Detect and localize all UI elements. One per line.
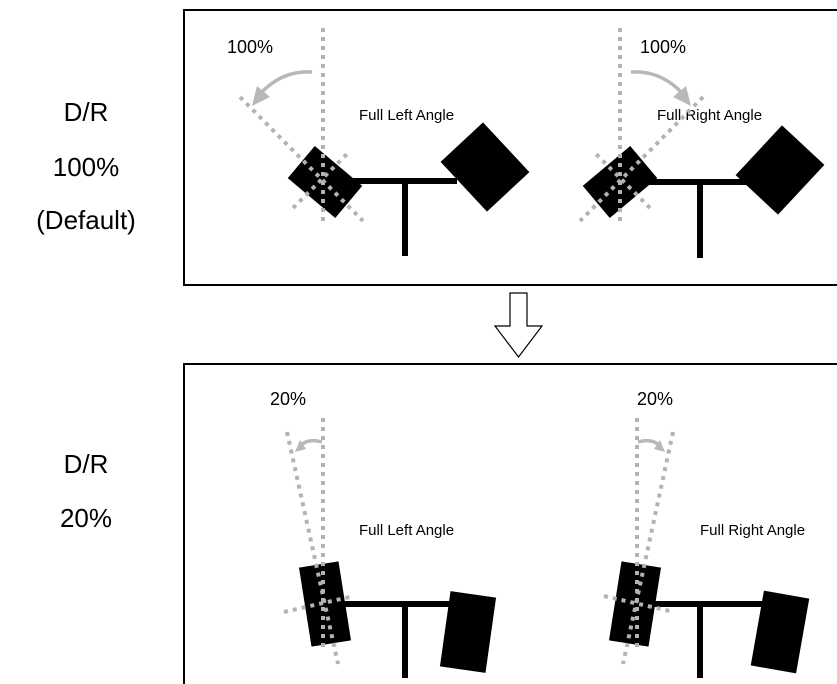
- top-side-label-line-2: 100%: [53, 152, 120, 182]
- top-right-percent: 100%: [640, 37, 686, 57]
- cross-guide-line: [291, 152, 349, 210]
- top-side-label-line-3: (Default): [36, 205, 136, 235]
- cross-guide-line: [594, 152, 652, 210]
- servo-horn: [608, 561, 662, 647]
- top-side-label: D/R 100% (Default): [36, 97, 136, 235]
- top-right-caption: Full Right Angle: [657, 107, 762, 124]
- top-side-label-line-1: D/R: [64, 97, 109, 127]
- rotation-arrow-icon: [252, 86, 270, 106]
- deflection-guide-line: [621, 431, 675, 665]
- bottom-right-diagram: 20% Full Right Angle: [603, 389, 810, 678]
- rotation-arc: [258, 70, 313, 96]
- control-surface: [439, 591, 497, 673]
- cross-guide-line: [603, 594, 675, 614]
- rotation-arrow-icon: [654, 440, 665, 452]
- control-surface: [750, 590, 810, 674]
- rotation-arc: [630, 70, 685, 96]
- cross-guide-line: [283, 594, 355, 614]
- rotation-arrow-icon: [295, 440, 306, 452]
- top-panel-frame: [183, 9, 837, 286]
- servo-horn: [298, 561, 352, 647]
- down-arrow-icon: [493, 292, 544, 358]
- top-right-diagram: 100% Full Right Angle: [578, 28, 825, 258]
- top-left-diagram: 100% Full Left Angle: [227, 28, 530, 256]
- deflection-guide-line: [285, 431, 340, 665]
- bottom-left-percent: 20%: [270, 389, 306, 409]
- bottom-right-caption: Full Right Angle: [700, 522, 805, 539]
- deflection-guide-line: [238, 95, 365, 223]
- bottom-side-label: D/R 20%: [60, 449, 112, 533]
- bottom-panel-frame: [183, 363, 837, 684]
- deflection-guide-line: [578, 95, 705, 223]
- top-left-caption: Full Left Angle: [359, 107, 454, 124]
- bottom-side-label-line-2: 20%: [60, 503, 112, 533]
- bottom-left-caption: Full Left Angle: [359, 522, 454, 539]
- bottom-left-diagram: 20% Full Left Angle: [270, 389, 497, 678]
- control-surface: [735, 125, 825, 215]
- rotation-arrow-icon: [673, 86, 691, 106]
- top-left-percent: 100%: [227, 37, 273, 57]
- bottom-right-percent: 20%: [637, 389, 673, 409]
- bottom-side-label-line-1: D/R: [64, 449, 109, 479]
- control-surface: [440, 122, 530, 212]
